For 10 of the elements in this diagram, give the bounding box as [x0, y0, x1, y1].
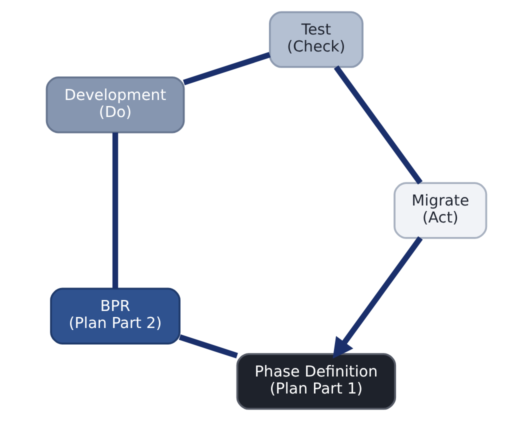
- connector: [333, 65, 422, 184]
- node-box: BPR (Plan Part 2): [50, 288, 180, 344]
- node-box: Test (Check): [268, 11, 363, 68]
- connector: [178, 334, 238, 358]
- connector: [112, 132, 118, 288]
- node-box: Phase Definition (Plan Part 1): [236, 353, 396, 410]
- node-box: Migrate (Act): [393, 182, 487, 239]
- connector: [182, 52, 270, 86]
- node-box: Development (Do): [45, 76, 184, 134]
- arrow: [332, 236, 422, 359]
